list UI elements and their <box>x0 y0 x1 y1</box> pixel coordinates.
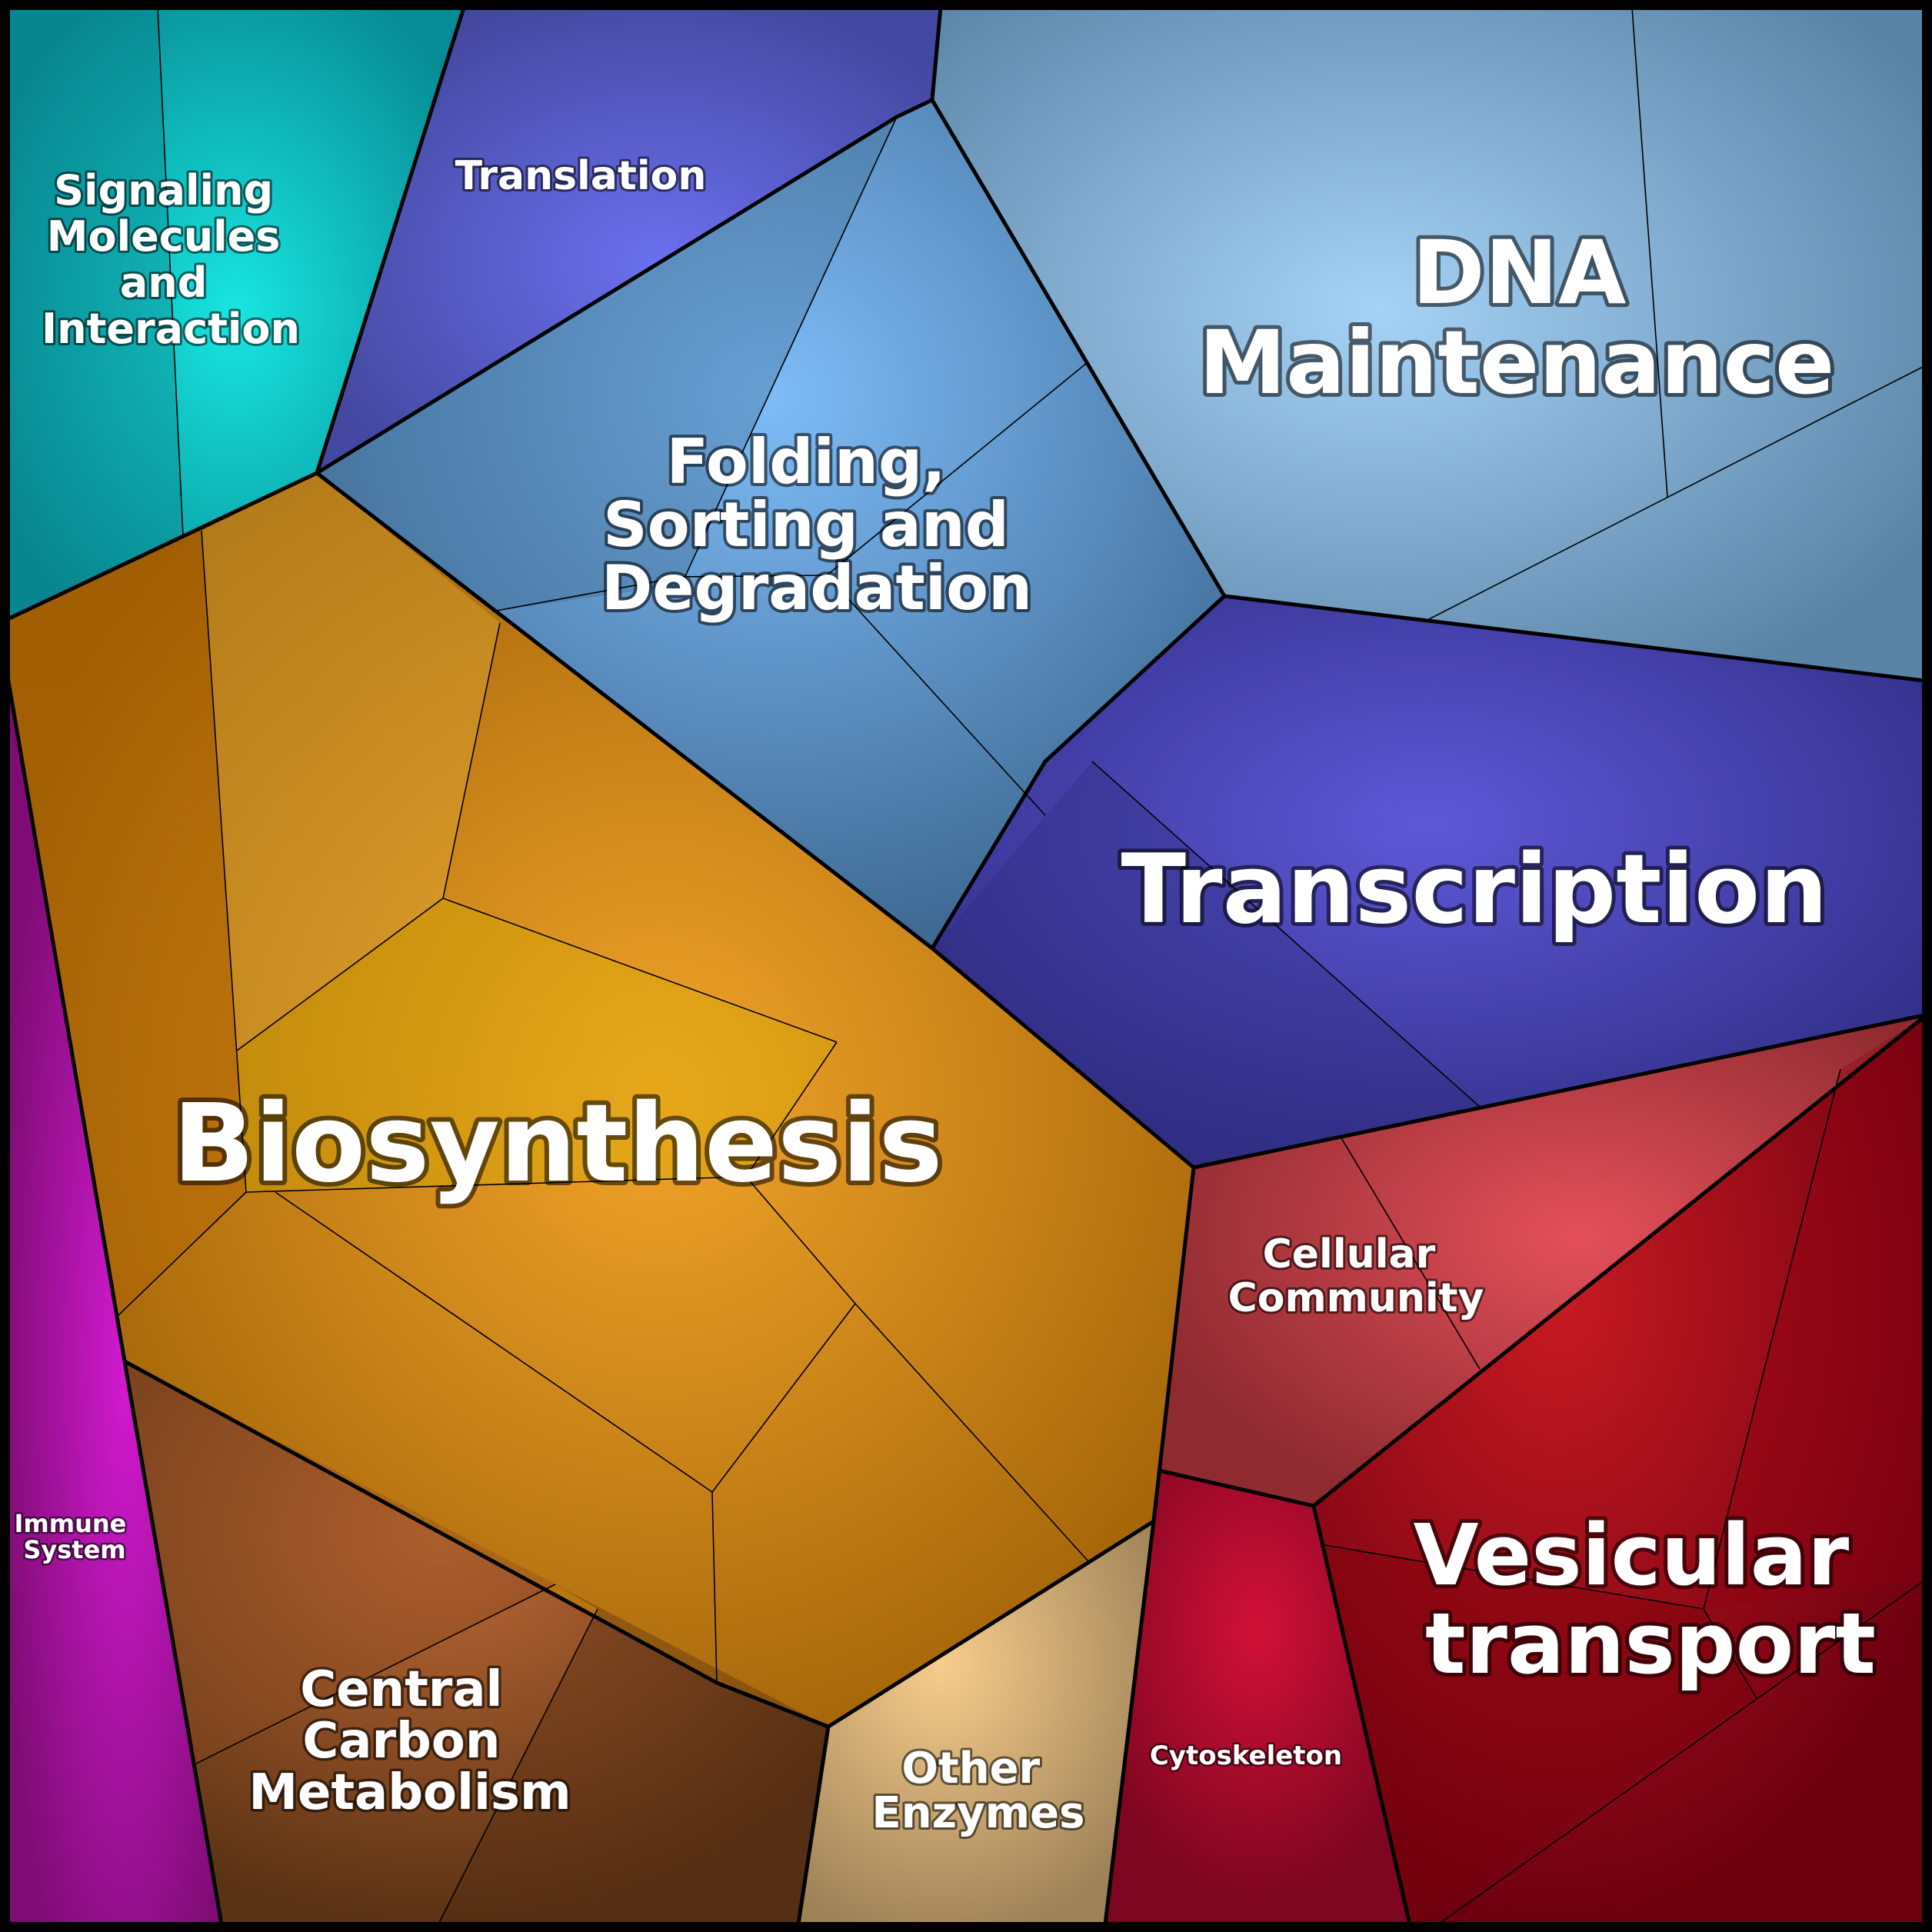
cell-folding <box>317 100 1224 948</box>
cell-immune <box>8 677 222 1924</box>
cell-other-enzymes <box>798 1521 1154 1924</box>
label-cellular-community: Cellular Community <box>1228 1231 1484 1321</box>
sub-tints <box>8 8 1924 1924</box>
cell-biosynthesis <box>8 473 1194 1727</box>
label-folding: Folding, Sorting and Degradation <box>601 426 1032 624</box>
label-dna-maintenance: DNA Maintenance <box>1199 222 1835 414</box>
label-signaling: Signaling Molecules and Interaction <box>42 166 300 353</box>
label-central-carbon: Central Carbon Metabolism <box>248 1661 571 1821</box>
label-immune-system: Immune System <box>15 1509 135 1564</box>
cell-transcription <box>932 596 1924 1168</box>
group-borders <box>5 7 1926 1925</box>
cell-dna <box>932 8 1924 681</box>
label-translation: Translation <box>455 153 707 199</box>
cell-signaling <box>8 8 464 619</box>
label-vesicular-transport: Vesicular transport <box>1414 1506 1879 1693</box>
sub-borders <box>116 7 1925 1925</box>
cell-central-carbon <box>125 1361 828 1924</box>
label-transcription: Transcription <box>1121 834 1827 945</box>
label-biosynthesis: Biosynthesis <box>172 1081 942 1207</box>
cell-translation <box>317 8 941 473</box>
label-other-enzymes: Other Enzymes <box>872 1744 1085 1838</box>
cells <box>8 8 1924 1924</box>
cell-vesicular-transport <box>1314 1017 1924 1924</box>
cell-cytoskeleton <box>1105 1471 1410 1924</box>
cell-cellular-community <box>1159 1015 1924 1506</box>
labels: Signaling Molecules and Interaction Tran… <box>12 151 1880 1840</box>
label-cytoskeleton: Cytoskeleton <box>1150 1740 1342 1771</box>
